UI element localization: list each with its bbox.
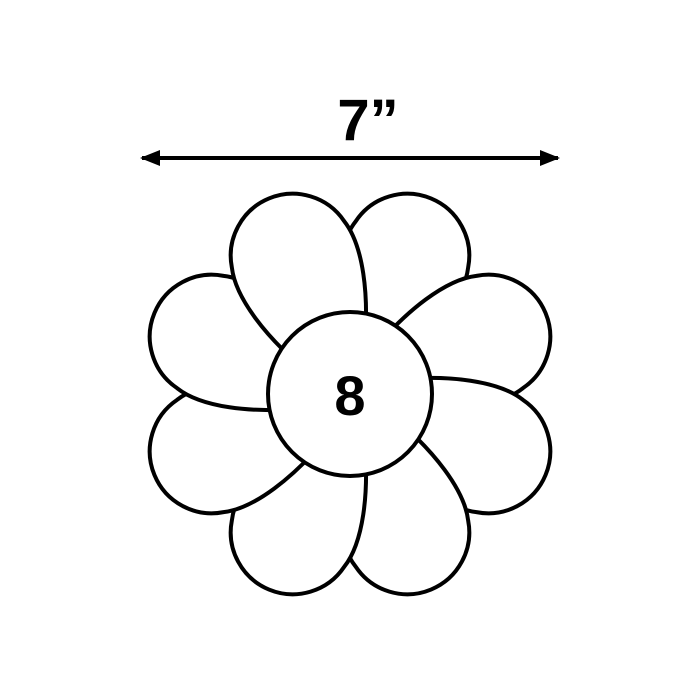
petal-count-label: 8 (334, 364, 365, 427)
dimension-label: 7” (337, 88, 398, 153)
flower-center (266, 310, 434, 478)
